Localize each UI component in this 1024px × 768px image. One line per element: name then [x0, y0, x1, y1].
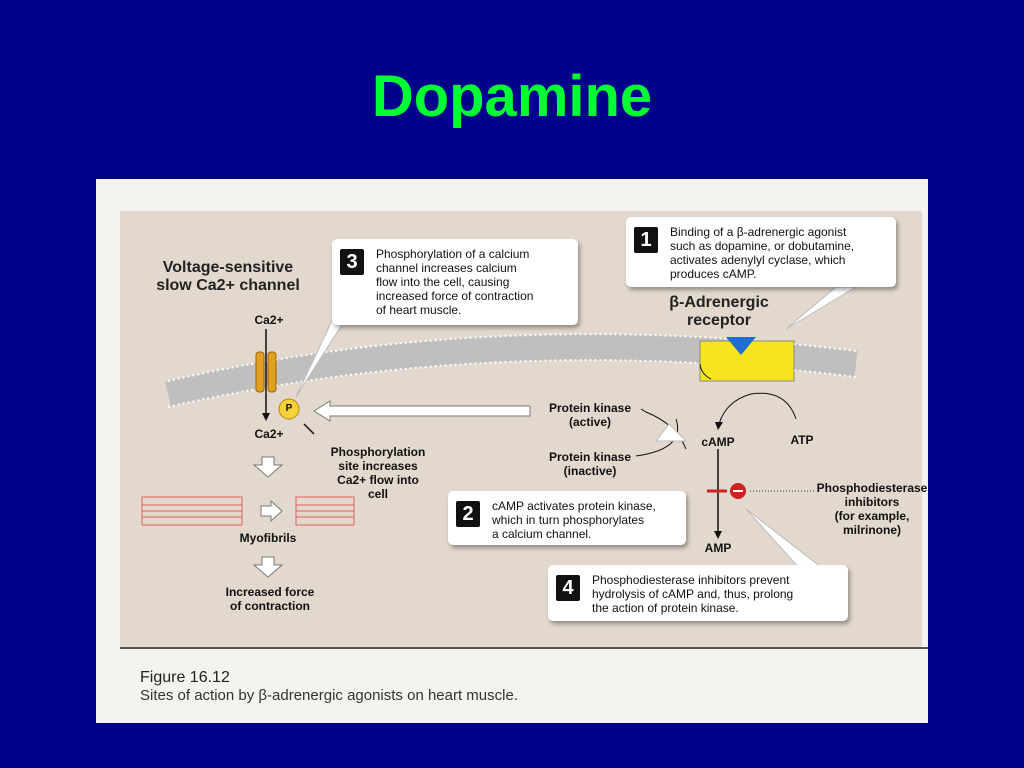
- slide-title: Dopamine: [371, 64, 653, 129]
- myofibril-left: [141, 496, 243, 526]
- myofibrils-label: Myofibrils: [239, 531, 297, 545]
- callout-3-text: Phosphorylation of a calcium channel inc…: [376, 247, 534, 317]
- callout-1-number: 1: [634, 227, 658, 253]
- phos-site-label: Phosphorylation site increases Ca2+ flow…: [330, 445, 426, 501]
- callout1-pointer: [785, 286, 858, 330]
- callout-4: 4 Phosphodiesterase inhibitors prevent h…: [548, 565, 848, 621]
- callout-4-text: Phosphodiesterase inhibitors prevent hyd…: [592, 573, 794, 615]
- figure-caption: Sites of action by β-adrenergic agonists…: [140, 687, 518, 704]
- callout-4-number: 4: [556, 575, 580, 601]
- ca-bottom-label: Ca2+: [254, 427, 284, 441]
- callout2-pointer: [654, 423, 688, 442]
- atp-label: ATP: [790, 433, 814, 447]
- right-arrow: [260, 499, 283, 523]
- callout-3: 3 Phosphorylation of a calcium channel i…: [332, 239, 578, 325]
- agonist-triangle: [726, 337, 756, 355]
- figure-number: Figure 16.12: [140, 669, 230, 686]
- callout-2-text: cAMP activates protein kinase, which in …: [492, 499, 656, 541]
- force-label: Increased force of contraction: [225, 585, 315, 613]
- callout-1-text: Binding of a β-adrenergic agonist such a…: [670, 225, 855, 281]
- channel-label: Voltage-sensitive slow Ca2+ channel: [156, 259, 300, 294]
- hollow-arrow: [313, 400, 531, 422]
- calcium-channel-left: [255, 351, 265, 393]
- pk-inactive-label: Protein kinase (inactive): [548, 450, 632, 478]
- callout-2: 2 cAMP activates protein kinase, which i…: [448, 491, 686, 545]
- callout-2-number: 2: [456, 501, 480, 527]
- ca-top-label: Ca2+: [254, 313, 284, 327]
- amp-label: AMP: [704, 541, 732, 555]
- callout-3-number: 3: [340, 249, 364, 275]
- calcium-channel-right: [267, 351, 277, 393]
- camp-label: cAMP: [701, 435, 735, 449]
- callout4-pointer: [745, 508, 828, 572]
- atp-camp-arrow: [718, 392, 797, 425]
- pde-inhibitors-label: Phosphodiesterase inhibitors (for exampl…: [816, 481, 928, 537]
- receptor-label: β-Adrenergic receptor: [669, 294, 769, 329]
- myofibril-right: [295, 496, 355, 526]
- down-arrow-1: [252, 456, 284, 478]
- down-arrow-2: [252, 556, 284, 578]
- phosphate-circle: [278, 398, 300, 420]
- phosphate-label: P: [285, 403, 293, 414]
- figure-photo: Voltage-sensitive slow Ca2+ channel Ca2+…: [96, 179, 928, 723]
- callout-1: 1 Binding of a β-adrenergic agonist such…: [626, 217, 896, 287]
- caption-divider: [120, 647, 928, 649]
- pk-active-label: Protein kinase (active): [548, 401, 632, 429]
